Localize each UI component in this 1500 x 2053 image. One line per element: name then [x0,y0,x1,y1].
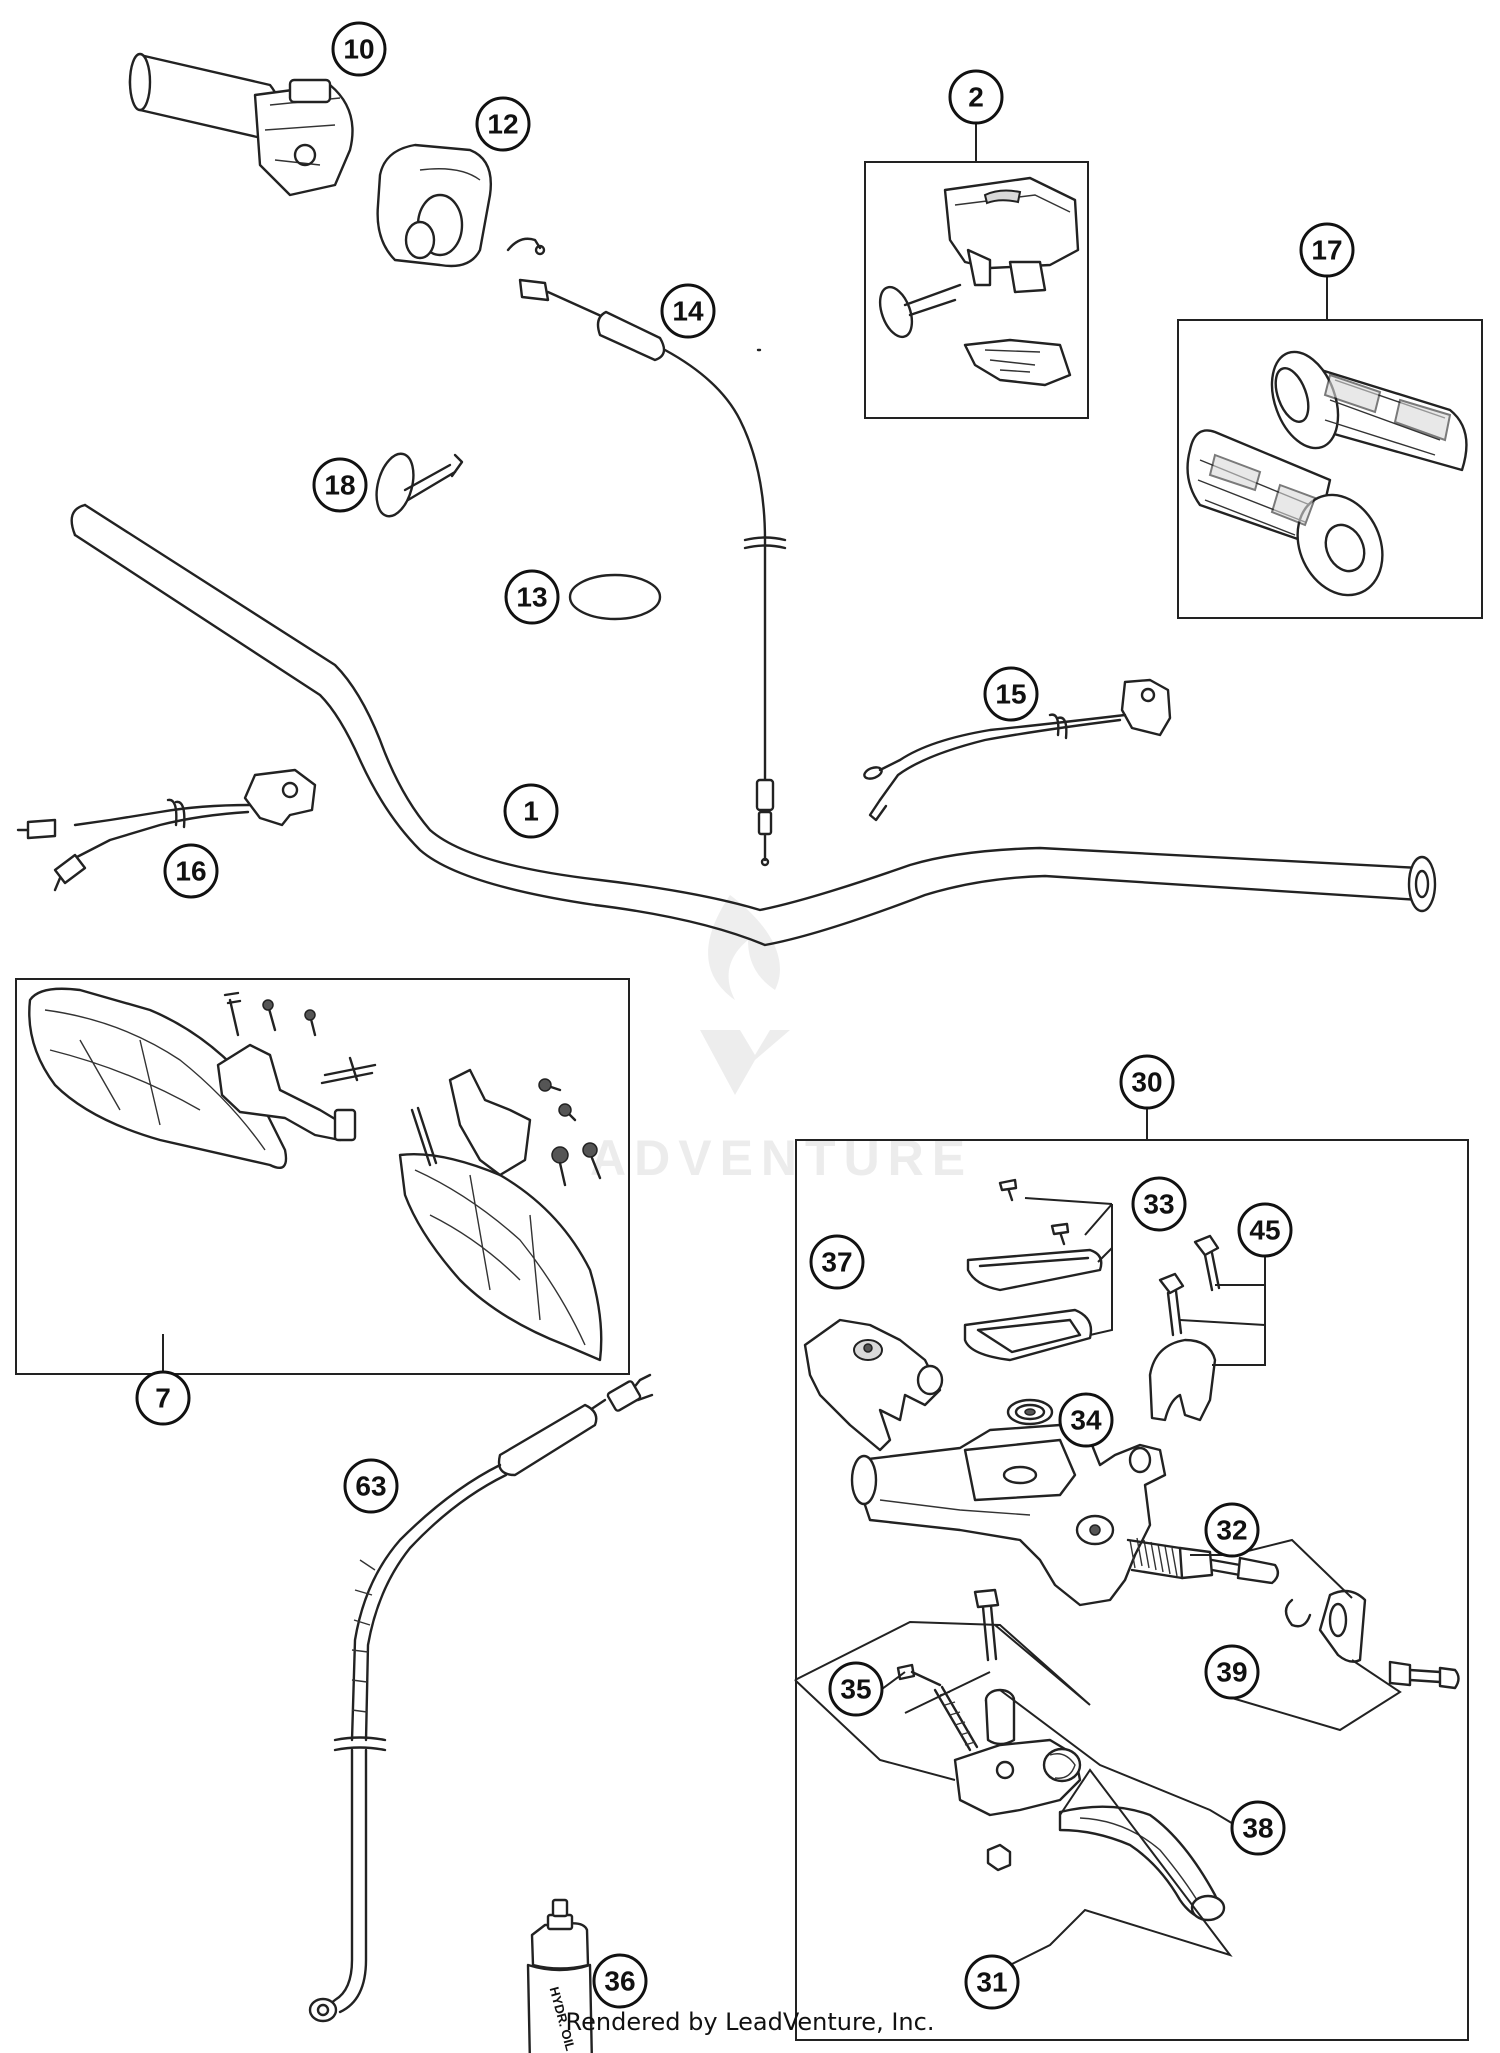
throttle-cable-part [506,237,787,867]
callout-15: 15 [983,666,1039,722]
callout-36: 36 [592,1953,648,2009]
callout-32: 32 [1204,1502,1260,1558]
svg-text:12: 12 [487,109,518,140]
svg-text:34: 34 [1070,1405,1102,1436]
callout-38: 38 [1230,1800,1286,1856]
svg-text:17: 17 [1311,235,1342,266]
callout-63: 63 [343,1458,399,1514]
hydraulic-oil-bottle-part: HYDR. OIL [526,1898,593,2053]
callout-7: 7 [135,1370,191,1426]
watermark: ADVENTURE [590,895,973,1186]
svg-text:7: 7 [155,1383,171,1414]
svg-text:32: 32 [1216,1515,1247,1546]
handlebar-part [70,503,1437,947]
callout-34: 34 [1058,1392,1114,1448]
footer-credit: Rendered by LeadVenture, Inc. [565,2008,935,2036]
svg-text:2: 2 [968,82,984,113]
grips-part [1177,319,1483,619]
svg-text:36: 36 [604,1966,635,1997]
o-ring-part [568,573,662,621]
callout-17: 17 [1299,222,1355,278]
handguards-part [15,978,630,1375]
svg-text:18: 18 [324,470,355,501]
svg-text:1: 1 [523,796,539,827]
svg-text:30: 30 [1131,1067,1162,1098]
svg-text:31: 31 [976,1967,1007,1998]
svg-text:33: 33 [1143,1189,1174,1220]
leader-lines [162,123,1402,1966]
callout-39: 39 [1204,1644,1260,1700]
svg-text:16: 16 [175,856,206,887]
callout-16: 16 [163,843,219,899]
callout-30: 30 [1119,1054,1175,1110]
clutch-master-cylinder-part [795,1139,1469,2041]
throttle-cover-part [376,143,492,268]
callout-33: 33 [1131,1176,1187,1232]
callout-31: 31 [964,1954,1020,2010]
svg-text:45: 45 [1249,1215,1280,1246]
stop-switch-part [863,678,1172,822]
kill-switch-part [16,768,317,892]
throttle-grip-part [128,52,354,197]
callout-45: 45 [1237,1202,1293,1258]
callout-18: 18 [312,457,368,513]
watermark-text: ADVENTURE [590,1130,973,1186]
callout-14: 14 [660,283,716,339]
callout-2: 2 [948,69,1004,125]
callout-10: 10 [331,21,387,77]
svg-text:13: 13 [516,582,547,613]
callout-1: 1 [503,783,559,839]
clutch-line-part [308,1373,654,2023]
callout-12: 12 [475,96,531,152]
callout-37: 37 [809,1234,865,1290]
cable-tie-part [375,452,464,518]
svg-text:15: 15 [995,679,1026,710]
svg-text:39: 39 [1216,1657,1247,1688]
svg-text:37: 37 [821,1247,852,1278]
switch-assembly-part [864,161,1089,419]
svg-text:35: 35 [840,1674,871,1705]
svg-text:14: 14 [672,296,704,327]
callout-35: 35 [828,1661,884,1717]
svg-text:10: 10 [343,34,374,65]
svg-text:38: 38 [1242,1813,1273,1844]
svg-text:63: 63 [355,1471,386,1502]
callout-13: 13 [504,569,560,625]
